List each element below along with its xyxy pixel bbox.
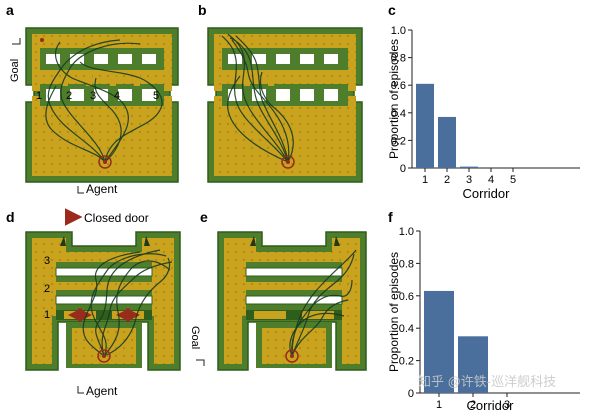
y-tick-label: 0.6	[399, 291, 414, 303]
y-tick-label: 0.4	[391, 108, 406, 120]
agent-marker-e	[285, 349, 299, 363]
goal-label-e: Goal	[189, 326, 201, 349]
y-tick-label: 1.0	[391, 25, 406, 37]
y-tick-label: 0.8	[399, 258, 414, 270]
x-tick-label: 2	[470, 399, 476, 411]
y-tick-label: 1.0	[399, 226, 414, 238]
bar-c-1	[416, 83, 434, 168]
x-tick-label: 3	[466, 174, 472, 186]
panel-d: d	[6, 208, 181, 398]
y-axis-title: Proportion of episodes	[387, 39, 401, 159]
goal-label-a: Goal	[9, 59, 21, 82]
corridor-label-d1: 1	[44, 309, 50, 321]
legend-closed-door: Closed door	[84, 211, 149, 225]
x-tick-label: 3	[504, 399, 510, 411]
y-tick-label: 0.2	[391, 135, 406, 147]
y-tick-label: 0.8	[391, 53, 406, 65]
corridor-label-2: 2	[66, 90, 72, 102]
goal-arrow-icon	[12, 38, 21, 45]
watermark-text: 知乎 @许铁-巡洋舰科技	[418, 374, 556, 389]
y-axis-title: Proportion of episodes	[387, 252, 401, 372]
agent-marker-a	[98, 155, 112, 169]
agent-label-a: Agent	[86, 182, 118, 196]
maze-b	[207, 27, 363, 183]
goal-arrow-icon-e	[196, 359, 205, 366]
x-tick-label: 2	[444, 174, 450, 186]
panel-letter-a: a	[6, 2, 14, 18]
agent-arrow-icon-d	[77, 386, 84, 394]
corridor-label-1: 1	[36, 90, 42, 102]
panel-e: e Goal	[189, 209, 367, 371]
x-tick-label: 1	[422, 174, 428, 186]
corridor-label-3: 3	[90, 90, 96, 102]
panel-letter-c: c	[388, 2, 396, 18]
panel-letter-e: e	[200, 209, 208, 225]
agent-marker-b	[281, 155, 295, 169]
x-tick-label: 1	[436, 399, 442, 411]
panel-letter-f: f	[388, 209, 393, 225]
x-tick-label: 4	[488, 174, 494, 186]
y-tick-label: 0	[408, 388, 414, 400]
y-tick-label: 0.4	[399, 323, 414, 335]
x-axis-title: Corridor	[467, 398, 515, 412]
agent-label-d: Agent	[86, 384, 118, 398]
bar-c-2	[438, 116, 456, 168]
bar-f-2	[458, 336, 488, 393]
maze-a	[25, 27, 179, 183]
y-tick-label: 0.2	[399, 356, 414, 368]
corridor-label-d3: 3	[44, 255, 50, 267]
panel-a: a	[6, 2, 179, 196]
panel-letter-b: b	[198, 2, 207, 18]
corridor-label-5: 5	[153, 90, 159, 102]
x-tick-label: 5	[510, 174, 516, 186]
panel-letter-d: d	[6, 209, 15, 225]
panel-b: b	[198, 2, 363, 183]
x-axis-title: Corridor	[463, 186, 511, 201]
goal-marker-a	[40, 38, 44, 42]
maze-e	[217, 231, 367, 371]
bar-f-1	[424, 290, 454, 393]
maze-d	[25, 231, 181, 371]
corridor-label-d2: 2	[44, 283, 50, 295]
agent-arrow-icon	[77, 186, 84, 194]
y-tick-label: 0	[400, 163, 406, 175]
agent-marker-d	[97, 349, 111, 363]
y-tick-label: 0.6	[391, 80, 406, 92]
bar-c-3	[460, 166, 478, 168]
corridor-label-4: 4	[114, 90, 120, 102]
